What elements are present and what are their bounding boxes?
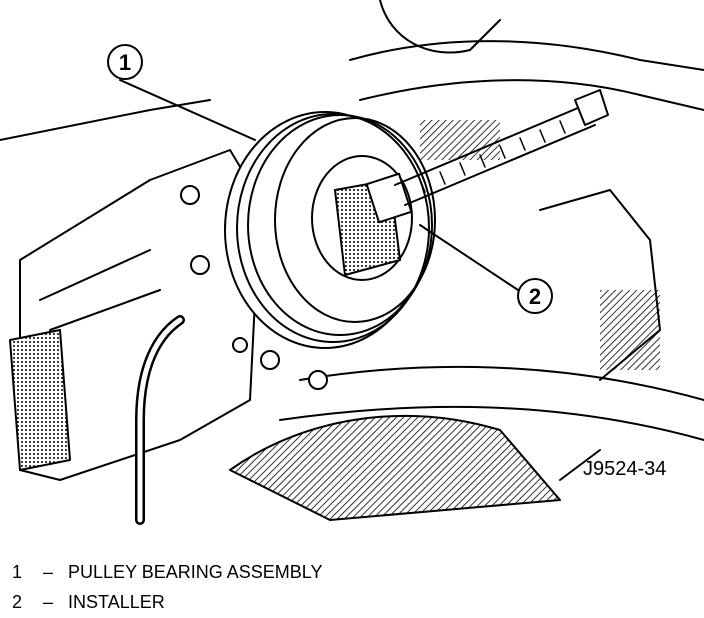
legend-1-number: 1 bbox=[12, 562, 23, 582]
bolt-3 bbox=[260, 350, 280, 370]
callout-2-number: 2 bbox=[529, 284, 541, 309]
pulley-groove-2 bbox=[236, 113, 430, 343]
top-fan-housing bbox=[379, 0, 501, 54]
figure-id: J9524-34 bbox=[583, 458, 666, 480]
shadow-upper bbox=[420, 120, 500, 160]
lower-frame bbox=[299, 365, 704, 401]
bolt-1 bbox=[180, 185, 200, 205]
installer-nut bbox=[365, 172, 413, 224]
pulley-installer-illustration: 1 2 J9524-34 bbox=[0, 0, 704, 525]
bolt-4 bbox=[308, 370, 328, 390]
fender-line bbox=[0, 99, 211, 141]
leader-1 bbox=[119, 79, 256, 141]
legend-2-dash: – bbox=[43, 592, 54, 612]
corrugated-hose bbox=[229, 414, 561, 521]
rod-end bbox=[574, 89, 609, 126]
pulley-hub bbox=[311, 155, 413, 281]
leader-2 bbox=[419, 224, 519, 291]
legend-2-label: INSTALLER bbox=[68, 592, 165, 612]
rod-threads bbox=[419, 120, 566, 193]
callout-2-circle bbox=[517, 278, 553, 314]
legend-1-dash: – bbox=[43, 562, 54, 582]
upper-hose bbox=[349, 40, 704, 71]
callout-1-circle bbox=[107, 44, 143, 80]
compressor-rib bbox=[39, 249, 161, 331]
callout-1-number: 1 bbox=[119, 50, 131, 75]
legend-2-number: 2 bbox=[12, 592, 23, 612]
figure-id-leader bbox=[559, 449, 601, 481]
shadow-right bbox=[600, 290, 660, 370]
upper-hose-lower-edge bbox=[359, 79, 704, 111]
bolt-2 bbox=[190, 255, 210, 275]
wire-harness-inner bbox=[137, 317, 183, 523]
bolt-5 bbox=[232, 337, 248, 353]
legend-item-2: 2 – INSTALLER bbox=[12, 592, 165, 612]
compressor-body bbox=[19, 149, 261, 481]
threaded-rod bbox=[394, 104, 596, 206]
compressor-end bbox=[9, 329, 71, 471]
legend-item-1: 1 – PULLEY BEARING ASSEMBLY bbox=[12, 562, 322, 582]
legend-1-label: PULLEY BEARING ASSEMBLY bbox=[68, 562, 323, 582]
lower-frame-2 bbox=[279, 405, 704, 441]
